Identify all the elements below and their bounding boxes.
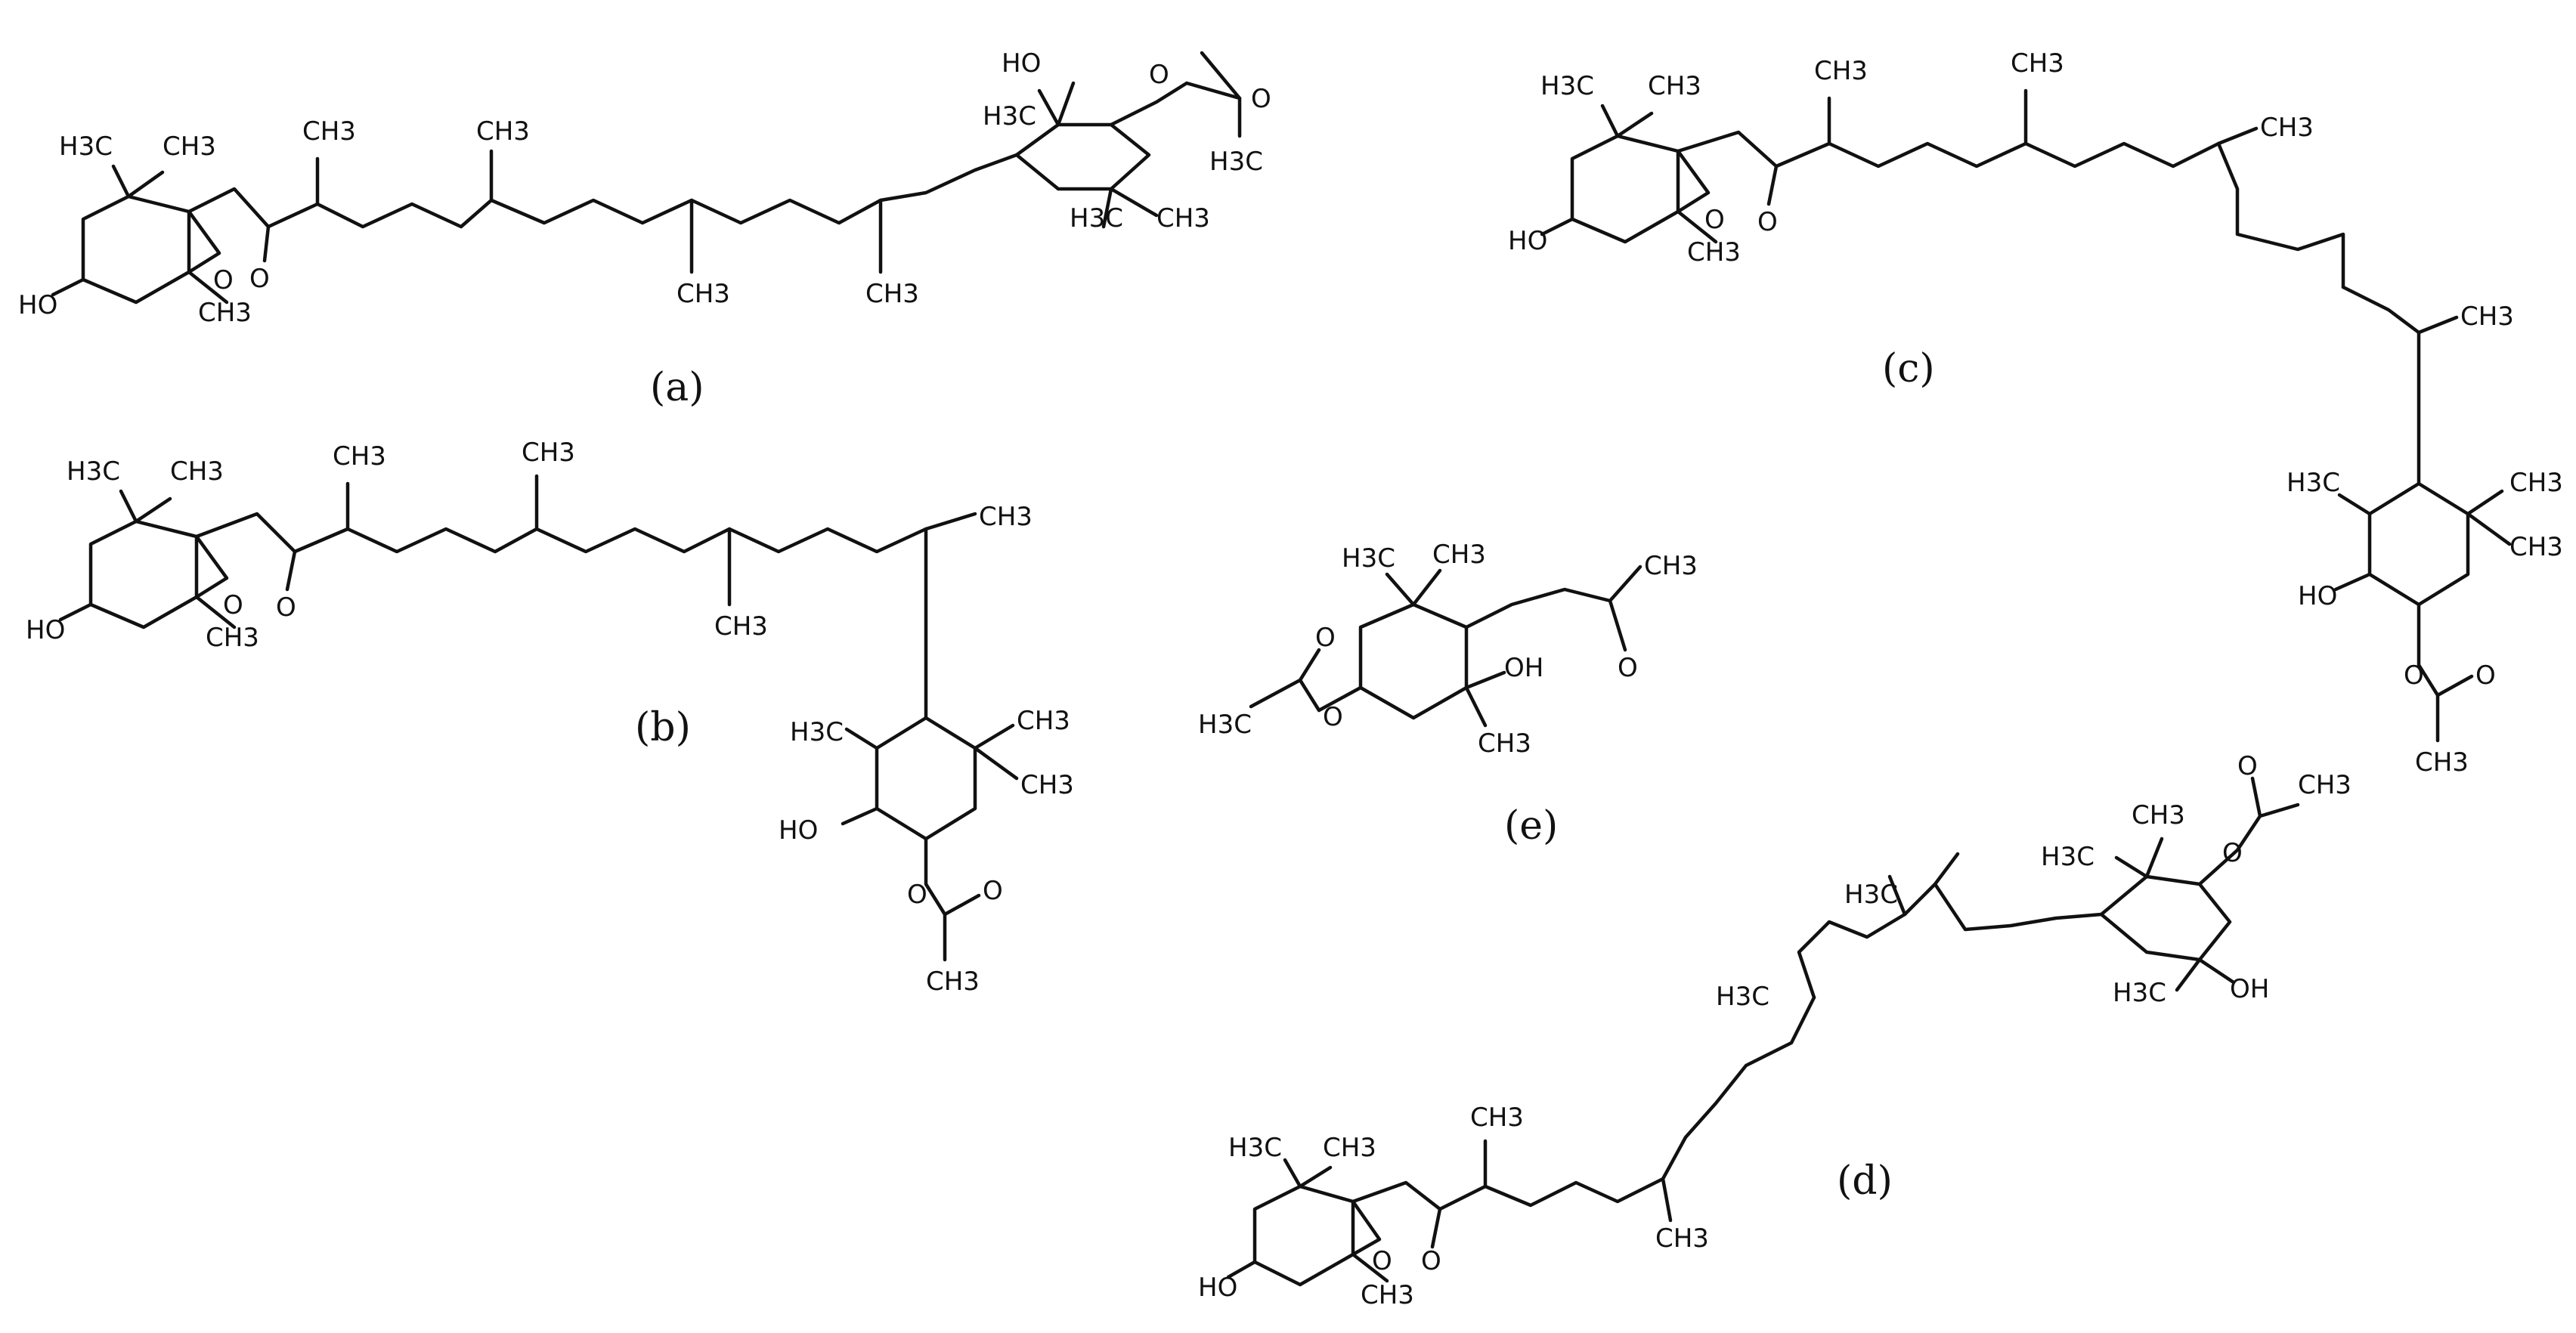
- d-h3c-gem: H3C: [1228, 1133, 1282, 1163]
- c-ho-right: HO: [2298, 581, 2337, 611]
- b-ch3-acetyl: CH3: [926, 967, 980, 997]
- a-ch3-epox: CH3: [198, 298, 252, 328]
- caption-d: (d): [1837, 1158, 1893, 1204]
- b-ch3-ring1: CH3: [1017, 706, 1070, 736]
- caption-a: (a): [650, 365, 704, 410]
- structure-e: H3C CH3 CH3 O OH CH3 O O H3C (e): [1198, 540, 1698, 849]
- a-ch3-3: CH3: [677, 279, 730, 309]
- e-h3c-gem: H3C: [1342, 543, 1395, 574]
- a-ch3-right: CH3: [1156, 203, 1210, 234]
- b-ch3-ring2: CH3: [1020, 770, 1074, 800]
- a-h3c-ring: H3C: [983, 101, 1036, 131]
- d-epoxide-o: O: [1372, 1246, 1392, 1276]
- e-ketone-o: O: [1618, 653, 1638, 683]
- a-ch3-2: CH3: [476, 116, 530, 147]
- b-epoxide-o: O: [223, 590, 243, 620]
- b-ch3-2: CH3: [522, 438, 575, 468]
- d-h3c-ring2: H3C: [2113, 978, 2166, 1008]
- c-ho-left: HO: [1508, 226, 1547, 256]
- d-ho-left: HO: [1198, 1273, 1237, 1303]
- c-h3c-gem: H3C: [1540, 71, 1594, 101]
- c-ch3-3: CH3: [2260, 113, 2314, 143]
- structure-a: HO O O H3C CH3 CH3 CH3 CH3 CH3 CH3 HO H3…: [18, 48, 1271, 410]
- b-ch3-epox: CH3: [206, 623, 259, 653]
- d-carbonyl-o: O: [2237, 751, 2258, 781]
- a-ch3-gem: CH3: [163, 131, 216, 162]
- d-ketone-o: O: [1421, 1246, 1441, 1276]
- a-h3c-gem: H3C: [59, 131, 113, 162]
- d-ch3-epox: CH3: [1361, 1280, 1414, 1310]
- b-h3c-gem: H3C: [67, 456, 120, 487]
- c-ester-o: O: [2404, 660, 2424, 691]
- e-oh: OH: [1504, 653, 1543, 683]
- d-ch3-1: CH3: [1470, 1103, 1524, 1133]
- a-h3c-right: H3C: [1070, 203, 1123, 234]
- a-ho-right: HO: [1002, 48, 1041, 79]
- b-h3c-ring: H3C: [790, 717, 844, 747]
- a-ketone-o: O: [249, 264, 270, 294]
- d-h3c-ring: H3C: [2041, 842, 2095, 872]
- b-ch3-1: CH3: [333, 441, 386, 472]
- d-ch3-2: CH3: [1655, 1223, 1709, 1254]
- e-ester-o: O: [1323, 702, 1343, 732]
- d-h3c-2: H3C: [1844, 880, 1898, 910]
- c-ch3-1: CH3: [1814, 56, 1868, 86]
- e-ch3-ketone: CH3: [1644, 551, 1698, 581]
- c-ch3-ring1: CH3: [2509, 468, 2563, 498]
- b-carbonyl-o: O: [983, 876, 1003, 906]
- b-ch3-3: CH3: [714, 611, 768, 642]
- structure-b: HO O O H3C CH3 CH3 CH3 CH3 CH3 CH3 H3C H…: [26, 438, 1074, 997]
- c-h3c-ring: H3C: [2287, 468, 2340, 498]
- caption-b: (b): [635, 705, 691, 750]
- d-ester-o: O: [2222, 838, 2243, 868]
- caption-e: (e): [1504, 803, 1558, 849]
- a-epoxide-o: O: [213, 265, 234, 295]
- e-h3c-acetyl: H3C: [1198, 710, 1252, 740]
- c-ch3-acetyl: CH3: [2415, 747, 2469, 778]
- c-ch3-epox: CH3: [1687, 237, 1741, 268]
- c-ch3-4: CH3: [2460, 302, 2514, 332]
- d-h3c-1: H3C: [1716, 982, 1769, 1012]
- b-ho-right: HO: [779, 815, 818, 846]
- d-ch3-acetyl: CH3: [2298, 770, 2352, 800]
- e-carbonyl-o: O: [1315, 623, 1336, 653]
- caption-c: (c): [1882, 346, 1935, 391]
- c-epoxide-o: O: [1704, 205, 1725, 235]
- c-carbonyl-o: O: [2475, 660, 2496, 691]
- d-oh-right: OH: [2230, 974, 2269, 1004]
- c-ch3-ring2: CH3: [2509, 532, 2563, 562]
- b-ester-o: O: [907, 880, 927, 910]
- c-ketone-o: O: [1757, 207, 1778, 237]
- a-ch3-1: CH3: [302, 116, 356, 147]
- b-ho-left: HO: [26, 615, 65, 645]
- e-ch3-ring: CH3: [1478, 728, 1531, 759]
- a-ch3-4: CH3: [865, 279, 919, 309]
- structure-d: HO O O H3C CH3 CH3 CH3 CH3 H3C H3C H3C C…: [1198, 751, 2352, 1310]
- d-ch3-ring: CH3: [2132, 800, 2185, 830]
- c-ch3-gem: CH3: [1648, 71, 1701, 101]
- structure-c: HO O O H3C CH3 CH3 CH3 CH3 CH3 CH3 H3C H…: [1508, 48, 2563, 778]
- e-ch3-gem: CH3: [1432, 540, 1486, 570]
- a-ho-left: HO: [18, 290, 57, 320]
- b-ch3-4: CH3: [979, 502, 1033, 532]
- a-h3c-acetyl: H3C: [1209, 147, 1263, 177]
- c-ch3-2: CH3: [2011, 48, 2064, 79]
- b-ketone-o: O: [276, 592, 296, 623]
- b-ch3-gem: CH3: [170, 456, 224, 487]
- d-ch3-gem: CH3: [1323, 1133, 1376, 1163]
- a-ester-o: O: [1149, 60, 1169, 90]
- a-carbonyl-o: O: [1251, 84, 1271, 114]
